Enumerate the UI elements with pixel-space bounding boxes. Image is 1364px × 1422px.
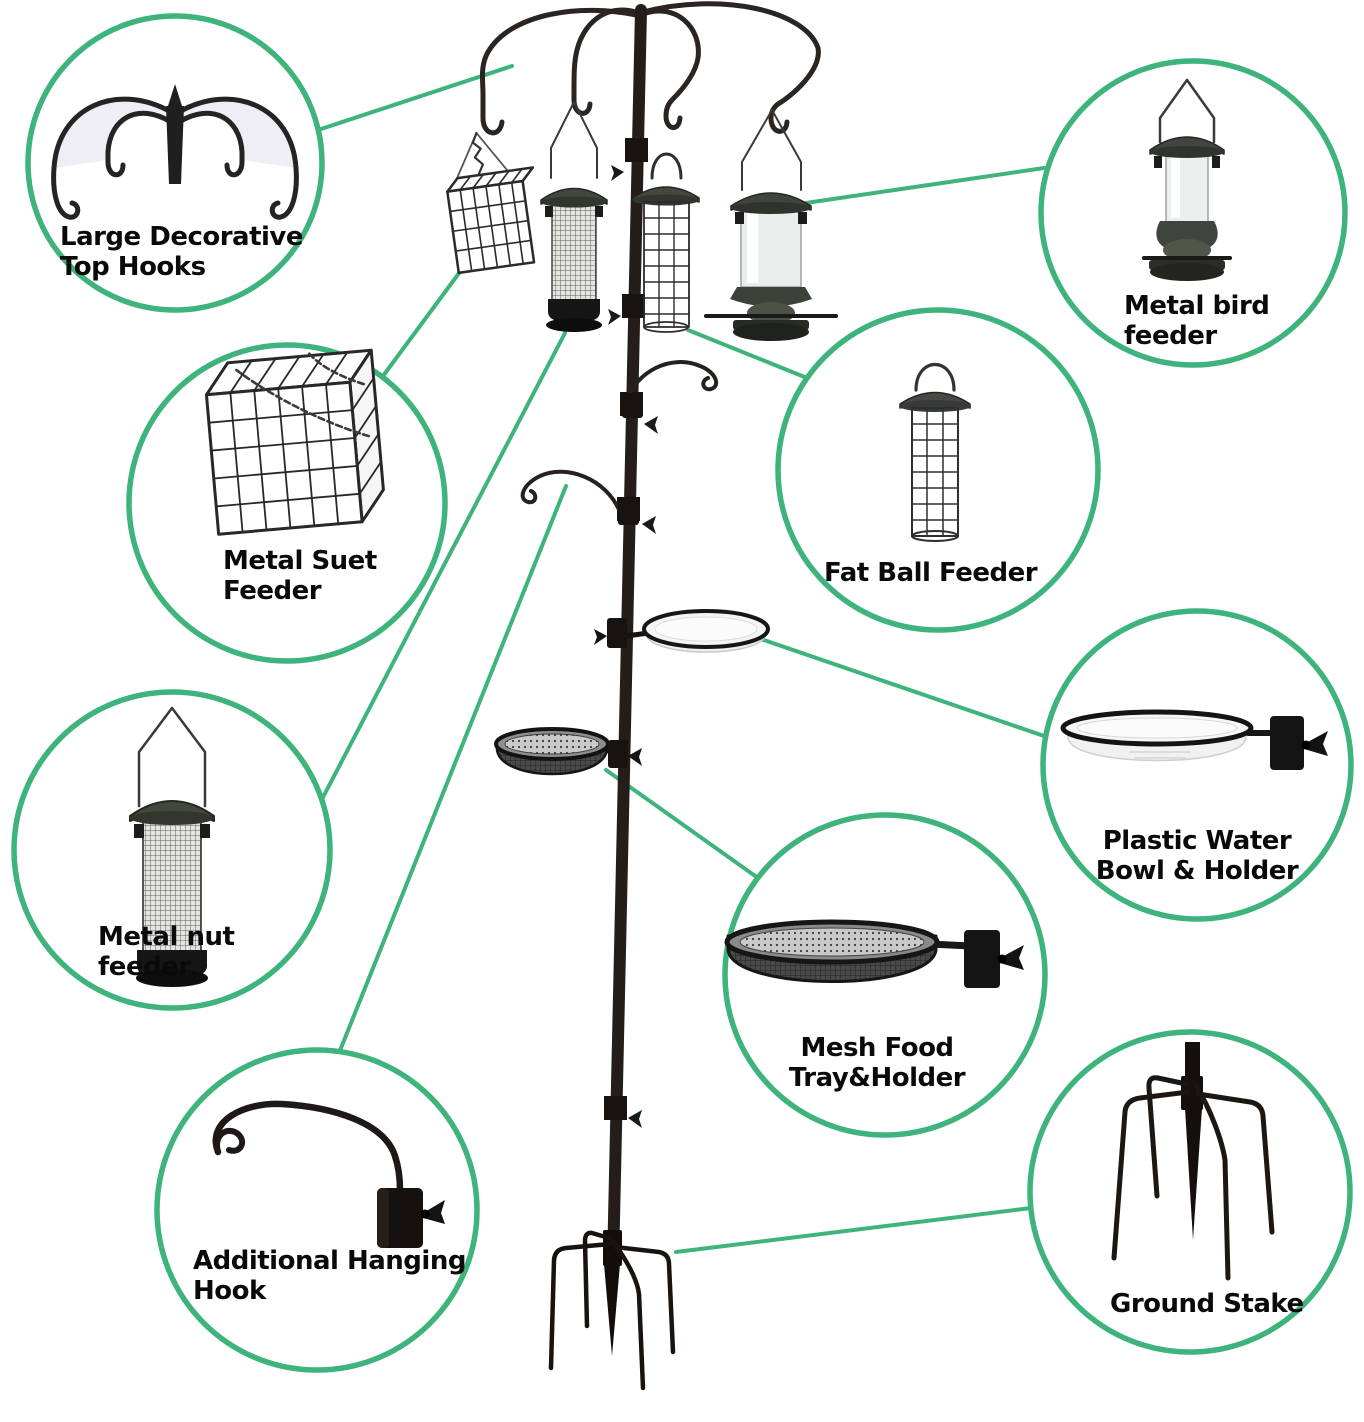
label-line: Bowl & Holder <box>1095 856 1299 886</box>
ring-fat-ball <box>775 307 1101 633</box>
label-metal-suet-feeder: Metal Suet Feeder <box>223 546 377 606</box>
label-line: feeder <box>1124 321 1217 351</box>
line-bird-feeder <box>804 166 1046 205</box>
hanging-suet-cage <box>446 131 536 275</box>
label-line: Ground Stake <box>1110 1289 1304 1319</box>
label-line: Tray&Holder <box>788 1063 966 1093</box>
line-mesh-tray <box>604 768 760 880</box>
product-nut-feeder <box>129 706 215 987</box>
label-line: Metal bird <box>1124 291 1270 321</box>
line-water-bowl <box>750 634 1049 739</box>
hanging-nut-feeder <box>540 101 608 332</box>
line-fat-ball <box>686 328 814 382</box>
line-suet-feeder <box>381 263 467 378</box>
line-top-hooks <box>313 64 514 133</box>
label-line: Hook <box>193 1276 266 1306</box>
label-additional-hanging-hook: Additional Hanging Hook <box>193 1246 466 1306</box>
line-ground-stake <box>674 1206 1033 1254</box>
label-line: Fat Ball Feeder <box>824 558 1038 588</box>
line-nut-feeder <box>318 331 567 805</box>
label-line: Plastic Water <box>1102 826 1292 856</box>
connector-lines <box>313 64 1049 1254</box>
station-ground-stake <box>548 1230 676 1391</box>
callout-rings <box>11 13 1354 1373</box>
hanging-tube-feeder <box>704 109 838 341</box>
product-fat-ball-feeder <box>899 363 971 542</box>
label-line: Feeder <box>223 576 322 606</box>
label-metal-nut-feeder: Metal nut feeder <box>98 922 235 982</box>
product-suet-cage <box>204 348 385 536</box>
station-mesh-tray <box>494 727 642 776</box>
label-metal-bird-feeder: Metal bird feeder <box>1124 291 1270 351</box>
side-hook-left <box>520 469 639 525</box>
wing-nuts <box>608 165 658 1128</box>
product-hanging-hook <box>212 1100 445 1248</box>
line-hanging-hook <box>337 484 568 1055</box>
ring-ground-stake <box>1027 1029 1353 1355</box>
label-fat-ball-feeder: Fat Ball Feeder <box>824 558 1038 588</box>
label-line: feeder <box>98 952 191 982</box>
product-bird-feeder <box>1142 78 1232 281</box>
label-line: Large Decorative <box>60 222 304 252</box>
label-line: Additional Hanging <box>193 1246 466 1276</box>
label-ground-stake: Ground Stake <box>1110 1289 1304 1319</box>
ring-water-bowl <box>1040 608 1354 922</box>
product-top-hooks <box>51 84 299 220</box>
product-ground-stake <box>1111 1042 1275 1281</box>
product-mesh-tray <box>724 919 1024 988</box>
station-water-bowl <box>594 609 770 653</box>
label-plastic-water-bowl-holder: Plastic Water Bowl & Holder <box>1087 826 1307 886</box>
top-hooks <box>479 1 821 136</box>
label-mesh-food-tray-holder: Mesh Food Tray&Holder <box>767 1033 987 1093</box>
label-line: Metal nut <box>98 922 235 952</box>
hanging-fat-ball-feeder <box>632 152 700 333</box>
label-line: Mesh Food <box>800 1033 954 1063</box>
product-water-bowl <box>1060 709 1328 770</box>
label-line: Top Hooks <box>60 252 206 282</box>
label-line: Metal Suet <box>223 546 377 576</box>
side-hook-right <box>622 360 719 418</box>
label-large-decorative-top-hooks: Large Decorative Top Hooks <box>60 222 304 282</box>
feeding-station <box>446 1 838 1391</box>
